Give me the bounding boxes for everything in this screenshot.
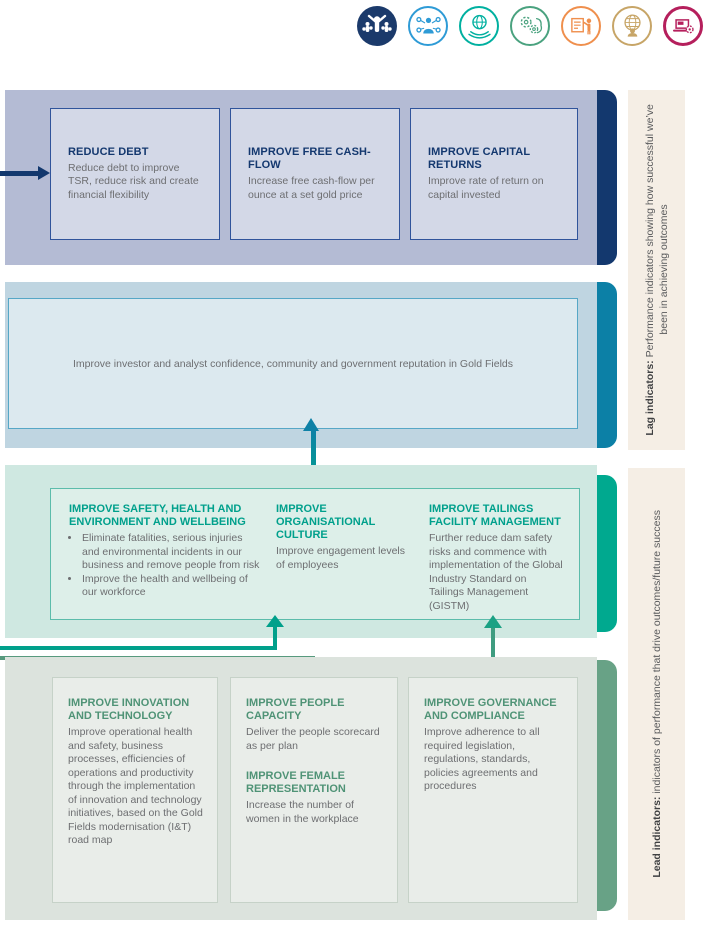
tailings-management-column: IMPROVE TAILINGS FACILITY MANAGEMENT Fur… [429,503,563,619]
innovation-technology-box: IMPROVE INNOVATION AND TECHNOLOGY Improv… [52,677,218,903]
people-leadership-icon [357,6,397,46]
reputation-box: Improve investor and analyst confidence,… [8,298,578,429]
box-body: Improve adherence to all required legisl… [424,726,540,792]
globe-in-hands-icon [459,6,499,46]
outcomes-to-reputation-arrow-head [303,418,319,431]
box-title: IMPROVE FREE CASH-FLOW [248,146,371,171]
people-capacity-box: IMPROVE PEOPLE CAPACITY Deliver the peop… [230,677,398,903]
section-body: Deliver the people scorecard as per plan [246,726,380,752]
column-title: IMPROVE SAFETY, HEALTH AND ENVIRONMENT A… [69,503,246,528]
outcomes-to-reputation-arrow-line [311,430,316,488]
governance-compliance-box: IMPROVE GOVERNANCE AND COMPLIANCE Improv… [408,677,578,903]
teal-connector-line [0,646,277,650]
box-title: REDUCE DEBT [68,145,149,158]
lag-indicators-label: Lag indicators: Performance indicators s… [643,97,671,443]
box-title: IMPROVE INNOVATION AND TECHNOLOGY [68,697,190,722]
box-body: Reduce debt to improve TSR, reduce risk … [68,161,199,201]
governance-up-arrow-line [491,628,495,677]
people-capacity-section: IMPROVE PEOPLE CAPACITY Deliver the peop… [246,697,384,753]
box-title: IMPROVE CAPITAL RETURNS [428,146,530,171]
lead-indicators-label-bold: Lead indicators: [650,796,663,878]
strategy-icon-row [357,6,703,46]
column-body: Improve engagement levels of employees [276,545,405,571]
column-title: IMPROVE TAILINGS FACILITY MANAGEMENT [429,503,561,528]
safety-health-column: IMPROVE SAFETY, HEALTH AND ENVIRONMENT A… [69,503,261,619]
reputation-band-end-cap [597,282,617,448]
up-arrow-line [273,624,277,650]
globe-person-icon [612,6,652,46]
section-title: IMPROVE FEMALE REPRESENTATION [246,770,346,795]
safety-bullet-list: Eliminate fatalities, serious injuries a… [69,532,261,600]
section-title: IMPROVE PEOPLE CAPACITY [246,697,345,722]
female-representation-section: IMPROVE FEMALE REPRESENTATION Increase t… [246,770,384,826]
lead-indicators-strip: Lead indicators: indicators of performan… [628,468,685,920]
section-body: Increase the number of women in the work… [246,799,359,825]
lag-indicators-label-rest: Performance indicators showing how succe… [643,104,670,361]
lead-indicators-label: Lead indicators: indicators of performan… [650,510,664,878]
governance-up-arrow-head [484,615,502,628]
incoming-arrow-head [38,166,50,180]
laptop-gear-icon [663,6,703,46]
box-body: Increase free cash-flow per ounce at a s… [248,175,375,201]
reputation-text: Improve investor and analyst confidence,… [72,357,514,370]
column-body: Further reduce dam safety risks and comm… [429,532,563,612]
box-title: IMPROVE GOVERNANCE AND COMPLIANCE [424,697,557,722]
box-body: Improve rate of return on capital invest… [428,175,544,201]
incoming-arrow-line [0,171,40,176]
lag-indicators-label-bold: Lag indicators: [643,360,656,436]
lead-indicators-label-rest: indicators of performance that drive out… [650,510,663,797]
lag-indicators-strip: Lag indicators: Performance indicators s… [628,90,685,450]
organisational-culture-column: IMPROVE ORGANISATIONAL CULTURE Improve e… [276,503,414,619]
bullet-item: Improve the health and wellbeing of our … [81,573,261,600]
bullet-item: Eliminate fatalities, serious injuries a… [81,532,261,573]
capital-returns-box: IMPROVE CAPITAL RETURNS Improve rate of … [410,108,578,240]
up-arrow-head [266,615,284,627]
gears-brain-innovation-icon [510,6,550,46]
reduce-debt-box: REDUCE DEBT Reduce debt to improve TSR, … [50,108,220,240]
box-body: Improve operational health and safety, b… [68,726,203,846]
outcomes-box: IMPROVE SAFETY, HEALTH AND ENVIRONMENT A… [50,488,580,620]
strategy-band-end-cap [597,90,617,265]
outcomes-band-end-cap [597,475,617,632]
presenter-board-icon [561,6,601,46]
column-title: IMPROVE ORGANISATIONAL CULTURE [276,503,376,541]
free-cash-flow-box: IMPROVE FREE CASH-FLOW Increase free cas… [230,108,400,240]
drivers-band-end-cap [597,660,617,911]
stakeholder-network-icon [408,6,448,46]
